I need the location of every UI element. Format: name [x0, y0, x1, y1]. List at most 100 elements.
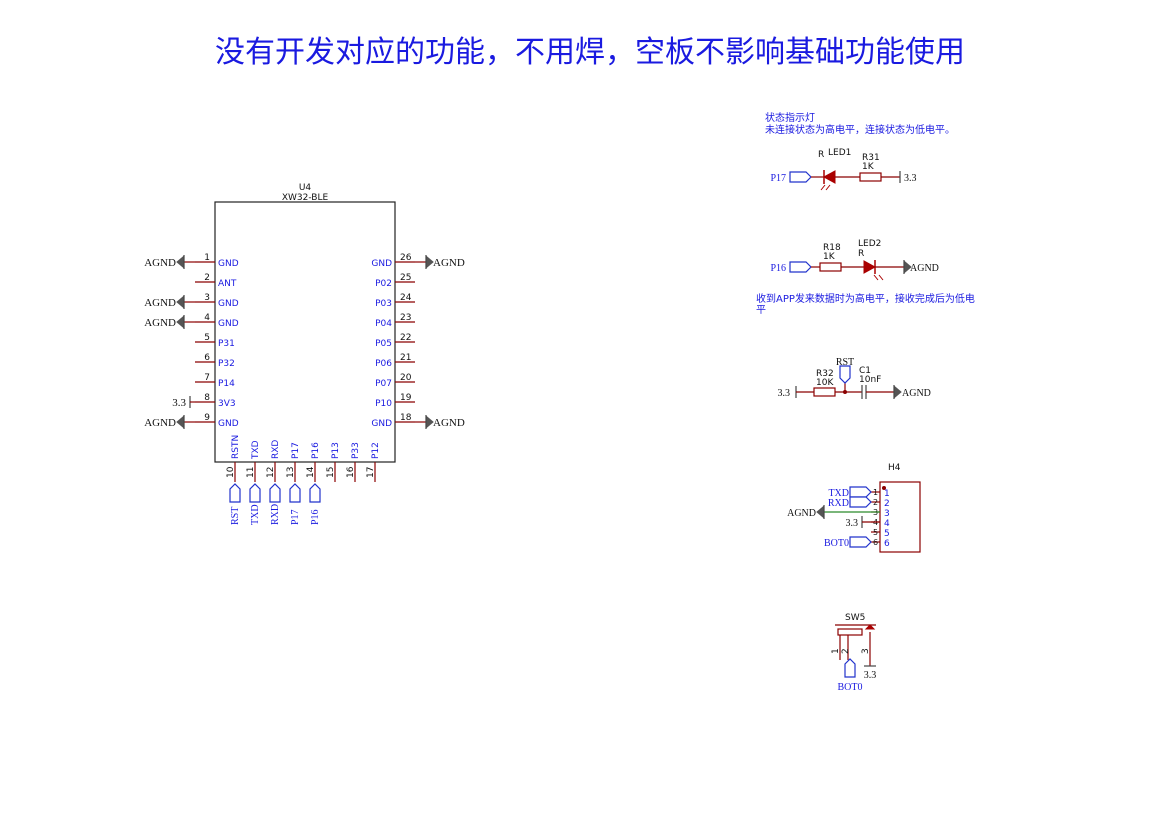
module-u4: U4 XW32-BLE 1GNDAGND2ANT3GNDAGND4GNDAGND… [144, 183, 465, 525]
data-led-note-line1: 收到APP发来数据时为高电平，接收完成后为低电 [756, 292, 975, 305]
switch-supply: 3.3 [864, 670, 877, 681]
pin-name: P33 [351, 442, 361, 459]
net-label: AGND [144, 297, 176, 309]
switch-ref: SW5 [845, 613, 865, 623]
net-label: P17 [290, 509, 301, 525]
status-led-port: P17 [770, 173, 786, 184]
pin-name: P13 [331, 442, 341, 459]
led-icon [863, 260, 877, 274]
status-led-circuit: 状态指示灯 未连接状态为高电平，连接状态为低电平。 P17 R LED1 R31… [765, 111, 955, 191]
pin-name: GND [218, 319, 239, 329]
pin-number: 1 [204, 253, 210, 263]
header-pin-inner: 2 [884, 499, 890, 509]
pin-name: P02 [375, 279, 392, 289]
data-led-circuit: P16 R18 1K LED2 R AGND 收到APP发来数据时为高电平，接收… [756, 239, 975, 316]
pin-number: 13 [286, 467, 296, 478]
page-title: 没有开发对应的功能，不用焊，空板不影响基础功能使用 [215, 35, 965, 70]
pin-number: 17 [366, 467, 376, 478]
header-net-3v3: 3.3 [846, 518, 859, 529]
header-ref: H4 [888, 463, 901, 473]
pin-number: 19 [400, 393, 412, 403]
pin-number: 21 [400, 353, 411, 363]
pin-number: 4 [204, 313, 210, 323]
pin-number: 6 [204, 353, 210, 363]
pin-number: 22 [400, 333, 411, 343]
port-arrow-icon [289, 483, 301, 503]
status-led-supply: 3.3 [904, 173, 917, 184]
header-net-txd: TXD [828, 488, 849, 499]
pin-name: P17 [291, 442, 301, 459]
header-net-rxd: RXD [828, 498, 849, 509]
pin-number: 18 [400, 413, 412, 423]
pin-name: P32 [218, 359, 235, 369]
r32-ref: R32 [816, 369, 834, 379]
module-bottom-pins: RSTN10RSTTXD11TXDRXD12RXDP1713P17P1614P1… [226, 435, 381, 525]
pin-number: 23 [400, 313, 411, 323]
net-label: RST [230, 507, 241, 525]
header-pin-inner: 3 [884, 509, 890, 519]
net-label: TXD [250, 504, 261, 525]
reset-circuit: 3.3 R32 10K RST C1 10nF AGND [778, 357, 931, 399]
header-pin-outer: 2 [873, 498, 878, 507]
c1-value: 10nF [859, 375, 881, 385]
ground-icon [176, 415, 184, 429]
r31-value: 1K [862, 162, 875, 172]
port-arrow-icon [849, 486, 872, 498]
led2-color: R [858, 249, 864, 259]
module-left-pins: 1GNDAGND2ANT3GNDAGND4GNDAGND5P316P327P14… [144, 253, 239, 429]
reset-supply: 3.3 [778, 388, 791, 399]
port-arrow-icon [849, 536, 872, 548]
module-ref: U4 [299, 183, 312, 193]
pin-number: 2 [204, 273, 210, 283]
pin-name: GND [371, 419, 392, 429]
ground-icon [426, 255, 434, 269]
net-label: P16 [310, 509, 321, 525]
net-label: AGND [144, 317, 176, 329]
pin-number: 5 [204, 333, 210, 343]
header-pin-inner: 1 [884, 489, 890, 499]
pin-name: P31 [218, 339, 235, 349]
sw5-pin1: 1 [831, 648, 841, 654]
resistor-icon [813, 387, 836, 397]
port-arrow-icon [789, 261, 812, 273]
pin-number: 3 [204, 293, 210, 303]
ground-icon [894, 385, 902, 399]
pin-name: P03 [375, 299, 392, 309]
port-arrow-icon [249, 483, 261, 503]
status-led-note-desc: 未连接状态为高电平，连接状态为低电平。 [765, 123, 955, 136]
pin-number: 14 [306, 466, 316, 478]
resistor-icon [859, 172, 882, 182]
pin-name: RXD [271, 440, 281, 459]
ground-icon [176, 315, 184, 329]
r18-value: 1K [823, 252, 836, 262]
header-net-agnd: AGND [787, 508, 816, 519]
port-arrow-icon [269, 483, 281, 503]
pin-name: GND [218, 259, 239, 269]
net-label: AGND [433, 257, 465, 269]
port-arrow-icon [789, 171, 812, 183]
led2-ref: LED2 [858, 239, 881, 249]
port-arrow-icon [309, 483, 321, 503]
port-arrow-icon [229, 483, 241, 503]
pin-number: 15 [326, 467, 336, 478]
header-pin-inner: 4 [884, 519, 890, 529]
r31-ref: R31 [862, 153, 880, 163]
pin-number: 16 [346, 466, 356, 478]
r32-value: 10K [816, 378, 834, 388]
resistor-icon [819, 262, 842, 272]
pin-name: TXD [251, 440, 261, 460]
pin-number: 24 [400, 293, 412, 303]
header-pin-outer: 1 [873, 488, 878, 497]
ground-icon [176, 255, 184, 269]
pin-number: 25 [400, 273, 411, 283]
ground-icon [816, 505, 824, 519]
data-led-ground: AGND [910, 263, 939, 274]
switch-net: BOT0 [838, 682, 863, 693]
pin-name: P16 [311, 442, 321, 459]
sw5-pin3: 3 [861, 648, 871, 654]
status-led-note-title: 状态指示灯 [765, 111, 815, 124]
data-led-note-line2: 平 [756, 305, 766, 316]
switch-sw5: SW5 1 2 3 BOT0 3.3 [831, 613, 876, 693]
